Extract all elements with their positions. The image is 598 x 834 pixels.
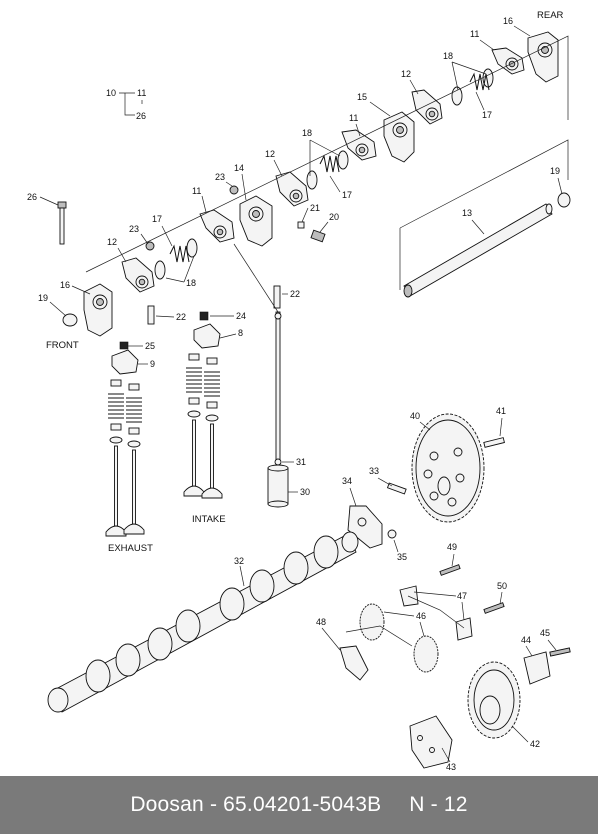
callout-12: 12 [265,149,275,159]
callout-23: 23 [215,172,225,182]
rocker-shaft [399,139,571,298]
callout-33: 33 [369,466,379,476]
callout-17: 17 [482,110,492,120]
exhaust-caption: EXHAUST [108,543,153,554]
callout-11: 11 [192,186,201,196]
screw-20 [310,229,326,243]
callout-19: 19 [38,293,48,303]
callout-19: 19 [550,166,560,176]
callout-22: 22 [176,312,186,322]
spring-rear [451,68,494,106]
callout-45: 45 [540,628,550,638]
idler-gear-large [409,647,571,769]
long-bolt [57,201,67,245]
diagram-canvas: REAR FRONT EXHAUST INTAKE 10 11 26 26 19… [27,10,571,772]
callout-17: 17 [152,214,162,224]
idler-gears [339,564,505,681]
page-number: N - 12 [409,793,468,816]
callout-10: 10 [106,88,116,98]
exploded-parts-diagram: REAR FRONT EXHAUST INTAKE 10 11 26 26 19… [27,10,571,772]
callout-35: 35 [397,552,407,562]
adjust-screw-mid [273,285,281,309]
callout-49: 49 [447,542,457,552]
exhaust-valve-set [105,341,145,537]
cam-gear [411,413,505,523]
callout-11: 11 [470,29,479,39]
snap-ring-rear [557,192,571,208]
callout-18: 18 [443,51,453,61]
part-number: 65.04201-5043B [223,793,382,816]
rocker-shaft-assembly [57,31,559,337]
center-bracket [383,111,415,163]
callout-23: 23 [129,224,139,234]
callout-24: 24 [236,311,246,321]
callout-50: 50 [497,581,507,591]
snap-ring-front [62,313,78,327]
callout-32: 32 [234,556,244,566]
spring-front [154,238,198,280]
callout-12: 12 [401,69,411,79]
rocker-arm-11-mid [341,129,377,161]
callout-26: 26 [136,111,146,121]
intake-valve-set [183,311,223,499]
callout-40: 40 [410,411,420,421]
callout-42: 42 [530,739,540,749]
rocker-arm-12-rear [411,89,443,125]
callout-46: 46 [416,611,426,621]
callout-15: 15 [357,92,367,102]
callout-14: 14 [234,163,244,173]
rear-caption: REAR [537,10,564,21]
push-rod-and-tappet [233,243,289,508]
brand-name: Doosan [130,793,204,816]
nut-mid [229,185,239,195]
callout-16: 16 [60,280,70,290]
intake-caption: INTAKE [192,514,226,525]
callout-8: 8 [238,328,243,338]
callout-12: 12 [107,237,117,247]
callout-16: 16 [503,16,513,26]
callout-9: 9 [150,359,155,369]
callout-41: 41 [496,406,506,416]
callout-21: 21 [310,203,320,213]
rocker-arm-12-mid [275,171,309,207]
callouts: 10 11 26 26 19 16 12 23 17 18 11 23 14 1… [27,16,563,772]
callout-25: 25 [145,341,155,351]
callout-18: 18 [186,278,196,288]
callout-18: 18 [302,128,312,138]
rocker-arm-11-front [199,209,235,243]
callout-17: 17 [342,190,352,200]
rocker-arm-rear [491,47,525,75]
spring-mid [306,150,349,190]
callout-47: 47 [457,591,467,601]
camshaft [47,531,359,713]
rear-bracket [527,31,559,83]
front-center-bracket [239,195,273,247]
dowel-pin [386,482,407,495]
callout-44: 44 [521,635,531,645]
front-bracket [83,283,113,337]
callout-22: 22 [290,289,300,299]
thrust-plate [347,505,397,549]
callout-13: 13 [462,208,472,218]
callout-11: 11 [137,88,146,98]
adjust-screw-front [147,305,155,325]
callout-20: 20 [329,212,339,222]
callout-43: 43 [446,762,456,772]
front-caption: FRONT [46,340,79,351]
callout-26: 26 [27,192,37,202]
callout-11: 11 [349,113,358,123]
callout-48: 48 [316,617,326,627]
callout-34: 34 [342,476,352,486]
callout-31: 31 [296,457,306,467]
rocker-arm-12-front [121,257,155,293]
plug-21 [297,221,305,229]
assembly-outline [85,35,569,273]
callout-30: 30 [300,487,310,497]
